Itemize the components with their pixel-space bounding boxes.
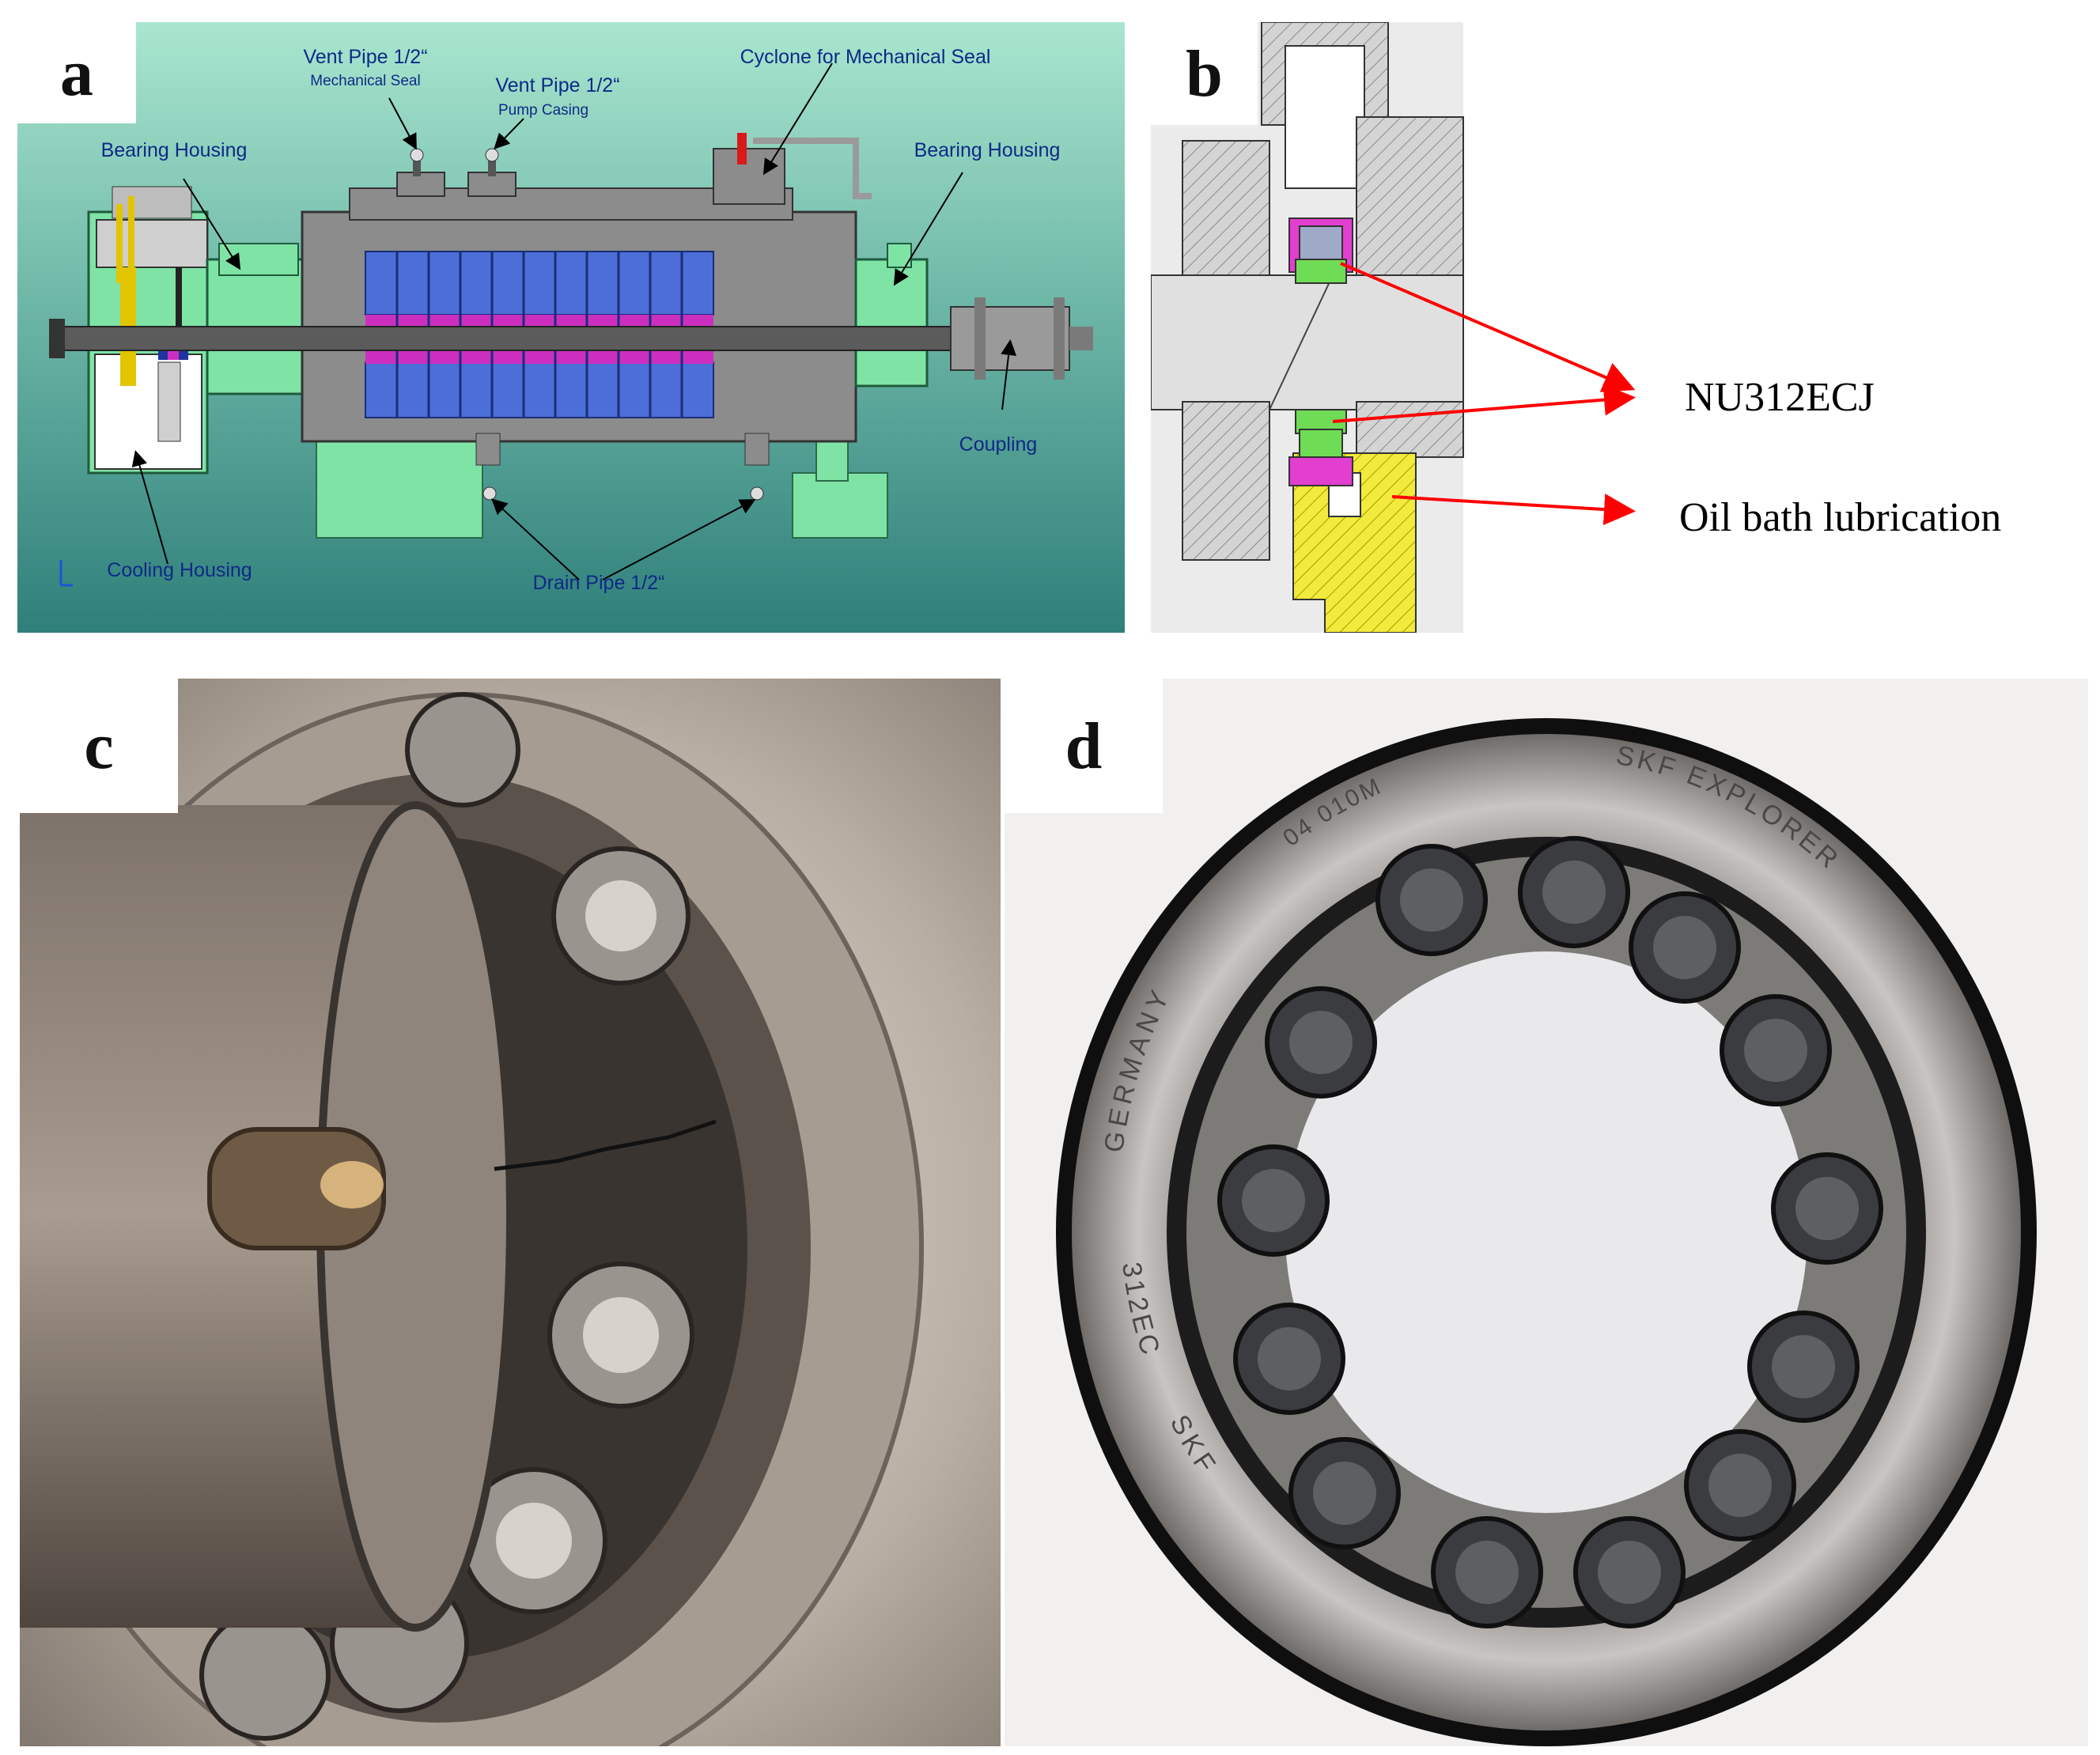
bearing-section-diagram: NU312ECJ Oil bath lubrication (1151, 22, 2100, 633)
axis-indicator-icon (59, 560, 73, 587)
label-cyclone: Cyclone for Mechanical Seal (740, 46, 991, 68)
label-vent-pipe-pump-casing: Vent Pipe 1/2“ (495, 74, 619, 96)
panel-b: NU312ECJ Oil bath lubrication b (1151, 22, 2100, 633)
label-bearing-housing-left: Bearing Housing (101, 139, 248, 161)
panel-a: Vent Pipe 1/2“ Mechanical Seal Vent Pipe… (17, 22, 1125, 633)
label-bearing-model: NU312ECJ (1685, 375, 1875, 420)
label-vent-pipe-pump-casing-sub: Pump Casing (498, 102, 588, 119)
panel-label-a: a (17, 22, 136, 123)
bearing-photo: SKF EXPLORER 04 010M GERMANY 312EC SKF (1005, 679, 2088, 1746)
panel-label-d: d (1005, 679, 1163, 813)
label-vent-pipe-mech-seal-sub: Mechanical Seal (310, 73, 420, 89)
panel-label-c: c (20, 679, 178, 813)
label-drain-pipe: Drain Pipe 1/2“ (533, 572, 665, 594)
panel-c: c (20, 679, 1001, 1746)
label-coupling: Coupling (959, 433, 1038, 456)
label-vent-pipe-mech-seal: Vent Pipe 1/2“ (303, 46, 427, 68)
pump-cross-section-diagram: Vent Pipe 1/2“ Mechanical Seal Vent Pipe… (17, 22, 1125, 633)
label-cooling-housing: Cooling Housing (107, 559, 252, 581)
panel-d: SKF EXPLORER 04 010M GERMANY 312EC SKF d (1005, 679, 2088, 1746)
label-oil-bath-lubrication: Oil bath lubrication (1679, 495, 2001, 540)
cracked-cage-photo (20, 679, 1001, 1746)
panel-label-b: b (1151, 22, 1258, 125)
label-bearing-housing-right: Bearing Housing (914, 139, 1061, 161)
